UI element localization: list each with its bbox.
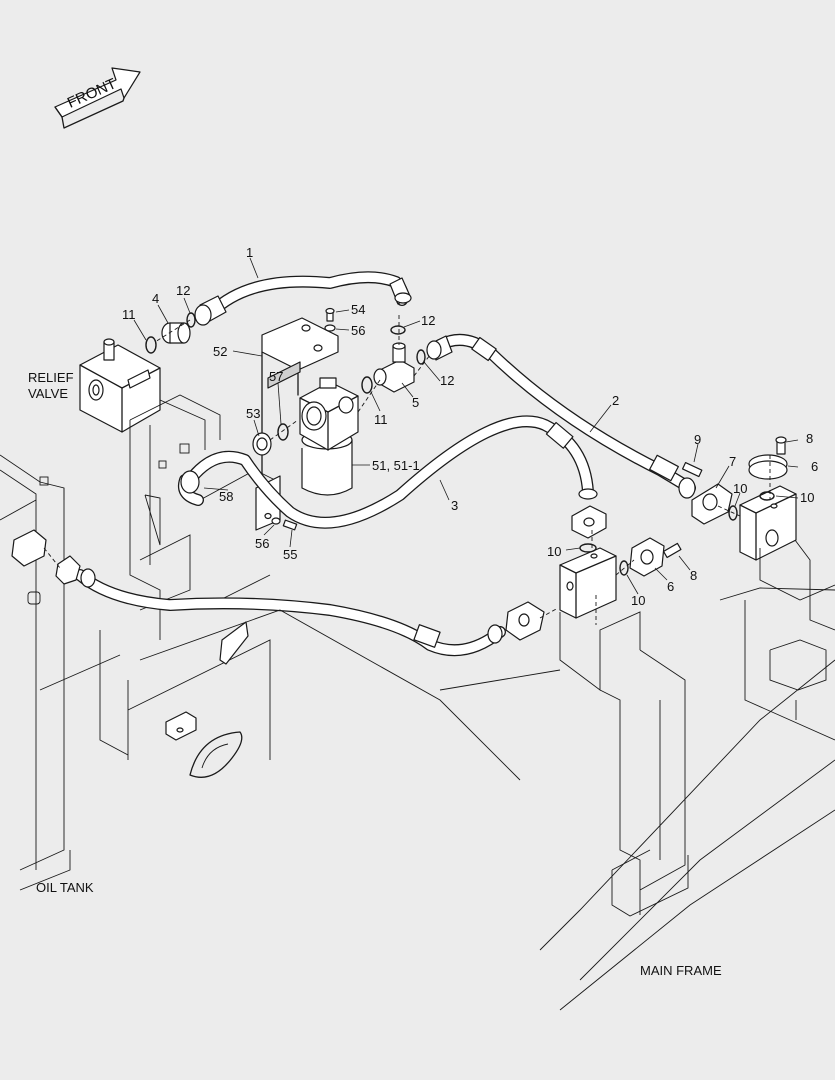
filter-bracket (255, 317, 339, 531)
callout-2: 2 (612, 393, 620, 408)
callout-6a: 6 (811, 459, 819, 474)
hose-1 (206, 271, 409, 318)
callout-55: 55 (283, 547, 298, 562)
oil-filter (299, 377, 359, 496)
flange-upper (571, 505, 607, 539)
callout-12a: 12 (176, 283, 191, 298)
relief-valve-label-line-1: RELIEF (28, 370, 74, 385)
oil-tank-structure (0, 454, 71, 891)
callout-8b: 8 (690, 568, 698, 583)
callout-12c: 12 (440, 373, 455, 388)
callout-4: 4 (152, 291, 160, 306)
front-arrow-icon (54, 67, 141, 129)
callout-5: 5 (412, 395, 420, 410)
relief-valve-label-line-2: VALVE (28, 386, 68, 402)
callout-9: 9 (694, 432, 702, 447)
oil-tank-label: OIL TANK (36, 880, 94, 895)
flange-cover-6-lower (629, 537, 665, 577)
callout-12b: 12 (421, 313, 436, 328)
adapter-4 (161, 322, 191, 344)
callout-6b: 6 (667, 579, 675, 594)
hose-2 (434, 333, 696, 494)
callout-53: 53 (246, 406, 261, 421)
bolt-8-top (775, 436, 787, 455)
relief-valve-label: RELIEF VALVE (28, 370, 74, 403)
callout-58: 58 (219, 489, 234, 504)
flange-58-end (505, 601, 545, 641)
main-frame-structure (139, 539, 835, 1011)
callout-10c: 10 (547, 544, 562, 559)
right-manifold-block (739, 485, 797, 561)
tee-fitting-5 (373, 342, 415, 393)
callout-56a: 56 (351, 323, 366, 338)
leader-lines (133, 257, 799, 595)
callout-3: 3 (451, 498, 459, 513)
callout-11b: 11 (374, 412, 388, 427)
callout-52: 52 (213, 344, 228, 359)
bolt-8-lower (662, 542, 682, 559)
callout-11a: 11 (122, 307, 136, 322)
callout-1: 1 (246, 245, 254, 260)
callout-10b: 10 (733, 481, 748, 496)
center-manifold-block (559, 547, 617, 619)
callout-51: 51, 51-1 (372, 458, 420, 473)
bolt-9 (681, 461, 703, 478)
relief-valve (79, 338, 161, 433)
hose-3 (184, 415, 594, 529)
callout-57: 57 (269, 369, 284, 384)
hose-fittings (80, 277, 696, 648)
flange-7 (691, 483, 733, 525)
bolts-54-55-56 (271, 307, 336, 531)
callout-8a: 8 (806, 431, 814, 446)
alignment-dash-lines (43, 315, 771, 625)
callout-7: 7 (729, 454, 737, 469)
main-frame-label: MAIN FRAME (640, 963, 722, 978)
callout-10a: 10 (800, 490, 815, 505)
callout-56b: 56 (255, 536, 270, 551)
tank-flange (11, 529, 81, 585)
adapter-53 (252, 432, 272, 456)
flange-cover-6-top (748, 454, 788, 480)
callout-54: 54 (351, 302, 366, 317)
callout-10d: 10 (631, 593, 646, 608)
misc-small-parts (165, 621, 249, 778)
